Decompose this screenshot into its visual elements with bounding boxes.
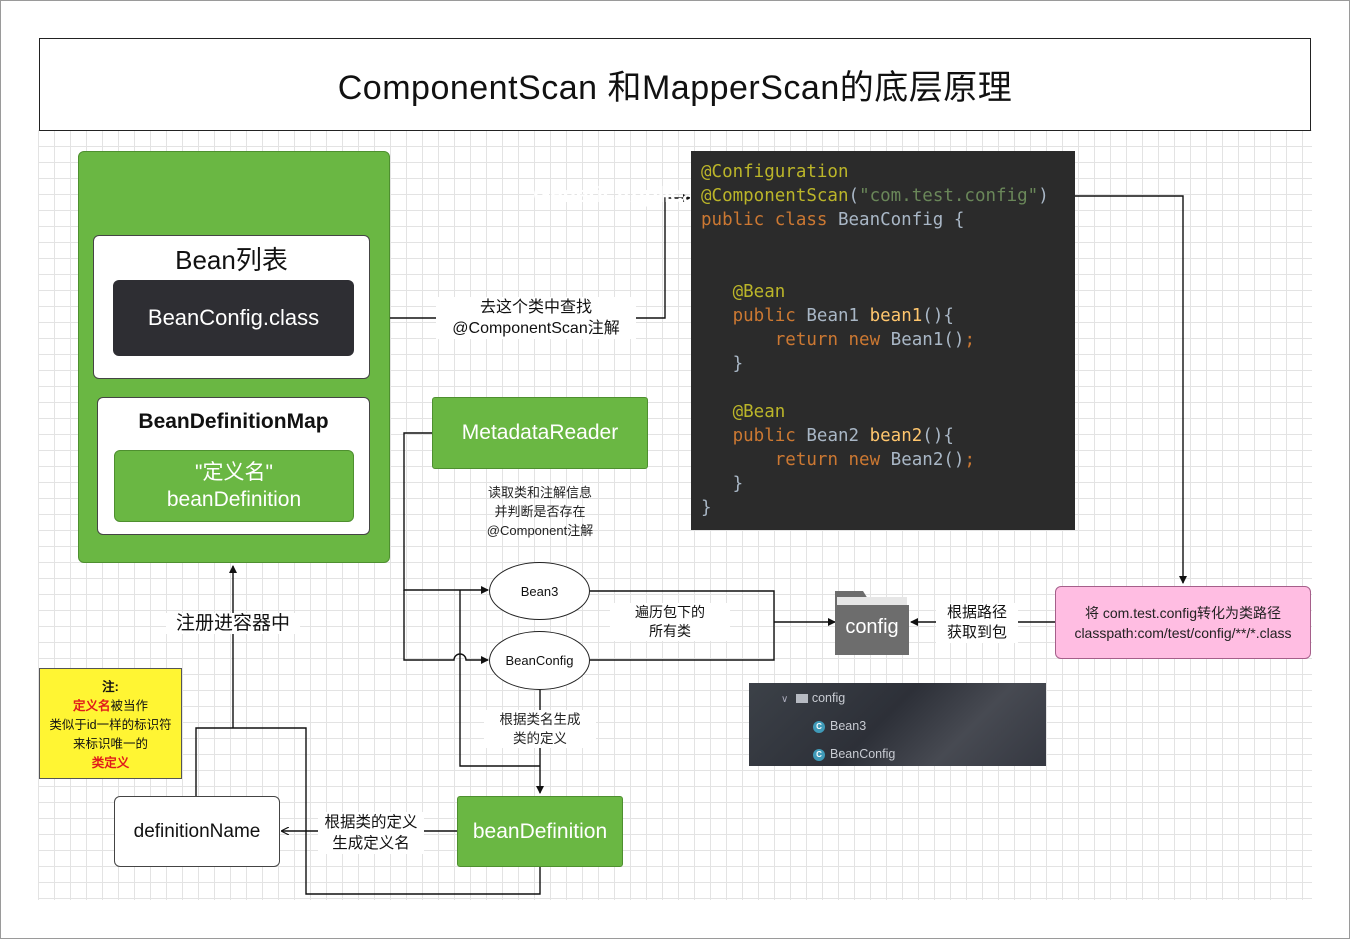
traverse-line2: 所有类 [649, 623, 691, 639]
edge-register-loop [195, 727, 541, 895]
class-icon: C [813, 748, 825, 761]
note-head: 注: [102, 680, 119, 694]
beanconfig-label: BeanConfig [505, 653, 574, 668]
bean-definition-label: beanDefinition [472, 819, 608, 843]
convert-line1: 将 com.test.config转化为类路径 [1084, 604, 1282, 621]
code-line [701, 256, 1075, 280]
note-box: 注: 定义名被当作 类似于id一样的标识符 来标识唯一的 类定义 [39, 668, 182, 779]
note-line1: 定义名被当作 [72, 699, 149, 713]
gen-name-line1: 根据类的定义 [324, 814, 418, 831]
classpath-convert-node: 将 com.test.config转化为类路径 classpath:com/te… [1055, 586, 1311, 659]
by-path-line1: 根据路径 [946, 604, 1007, 621]
bean-definition-node: beanDefinition [457, 796, 623, 867]
code-line [701, 376, 1075, 400]
by-path-label: 根据路径 获取到包 [936, 603, 1018, 643]
code-line: public class BeanConfig { [701, 210, 965, 230]
note-line4: 类定义 [91, 756, 130, 770]
code-line: return new Bean1(); [774, 330, 975, 350]
code-line: return new Bean2(); [774, 450, 975, 470]
read-info-label: 读取类和注解信息 并判断是否存在 @Component注解 [460, 483, 620, 540]
bean-list-title: Bean列表 [175, 245, 288, 275]
find-in-class-line2: @ComponentScan注解 [452, 320, 620, 337]
convert-line2: classpath:com/test/config/**/*.class [1074, 624, 1292, 641]
code-line: public Bean2 bean2(){ [732, 426, 954, 446]
definition-name-label: definitionName [133, 820, 261, 842]
note-line2: 类似于id一样的标识符 [49, 718, 172, 732]
code-line: @Configuration [701, 162, 849, 182]
note-line3: 来标识唯一的 [72, 737, 148, 751]
bean-definition-map-title: BeanDefinitionMap [138, 410, 329, 433]
beanconfig-node: BeanConfig [489, 631, 590, 690]
find-in-class-line1: 去这个类中查找 [479, 299, 592, 316]
definition-entry-value: beanDefinition [166, 488, 302, 511]
code-line: } [732, 474, 744, 494]
code-line [701, 232, 1075, 256]
gen-definition-label: 根据类名生成 类的定义 [484, 710, 596, 748]
metadata-reader-label: MetadataReader [461, 421, 619, 444]
beanconfig-class-node: BeanConfig.class [113, 280, 354, 356]
code-line: @ComponentScan("com.test.config") [701, 186, 1049, 206]
bean3-node: Bean3 [489, 562, 590, 620]
chevron-down-icon: ∨ [781, 694, 789, 705]
gen-definition-line1: 根据类名生成 [499, 712, 581, 727]
definition-entry-key: "定义名" [195, 461, 273, 484]
code-line: public Bean1 bean1(){ [732, 306, 954, 326]
class-icon: C [813, 720, 825, 733]
find-in-class-label: 去这个类中查找 @ComponentScan注解 [436, 297, 636, 339]
traverse-line1: 遍历包下的 [635, 604, 705, 620]
code-line: @Bean [732, 402, 786, 422]
folder-icon [835, 591, 909, 655]
bean3-label: Bean3 [520, 583, 559, 599]
edge-reader-to-bean3 [403, 432, 489, 594]
gen-name-line2: 生成定义名 [332, 835, 410, 852]
edge-code-to-pink [1075, 195, 1187, 584]
title-box: ComponentScan 和MapperScan的底层原理 [39, 38, 1311, 131]
code-line: } [701, 498, 712, 518]
edge-reader-to-beanconfig [403, 590, 489, 664]
definition-entry-node: "定义名" beanDefinition [114, 450, 354, 522]
folder-icon-small [795, 694, 808, 704]
traverse-label: 遍历包下的 所有类 [610, 603, 730, 641]
metadata-reader-node: MetadataReader [432, 397, 648, 469]
ide-folder-row: ∨ config [781, 691, 846, 705]
edge-bean3-to-beandef [459, 590, 540, 767]
code-line: } [732, 354, 744, 374]
page-title: ComponentScan 和MapperScan的底层原理 [337, 69, 1013, 107]
gen-name-label: 根据类的定义 生成定义名 [318, 812, 424, 854]
beanconfig-class-label: BeanConfig.class [147, 305, 320, 330]
code-line: @Bean [732, 282, 786, 302]
context-title: GenericApplicationContext [533, 182, 817, 207]
config-folder-label: config [845, 615, 899, 638]
gen-definition-line2: 类的定义 [513, 731, 567, 746]
by-path-line2: 获取到包 [946, 624, 1007, 641]
read-info-line1: 读取类和注解信息 [487, 485, 592, 500]
code-block: @Configuration @ComponentScan("com.test.… [691, 151, 1075, 530]
edge-traverse-to-folder [590, 590, 835, 661]
read-info-line2: 并判断是否存在 [494, 504, 586, 519]
register-label: 注册进容器中 [166, 613, 300, 634]
read-info-line3: @Component注解 [486, 523, 594, 538]
definition-name-node: definitionName [114, 796, 280, 867]
